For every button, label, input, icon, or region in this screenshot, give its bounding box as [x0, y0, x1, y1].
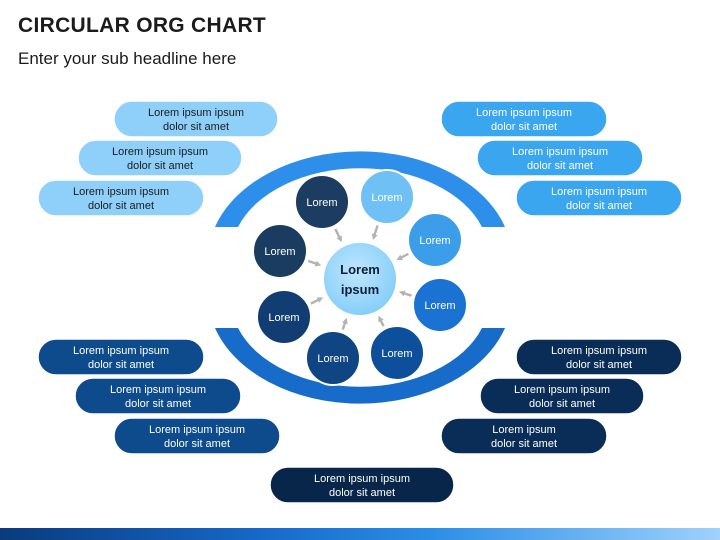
text-pill-line2: dolor sit amet [329, 487, 395, 499]
bottom-arc-label: Lorem ipsum [325, 407, 394, 421]
text-pill-shape [269, 466, 455, 504]
text-pill-12[interactable]: Lorem ipsum dolor sit amet [440, 417, 608, 455]
text-pill-shape [515, 179, 683, 217]
text-pill-line1: Lorem ipsum ipsum [512, 146, 608, 158]
org-node-label: Lorem [419, 235, 450, 247]
arrow-group [307, 225, 412, 331]
center-node-label-line2: ipsum [341, 282, 379, 297]
text-pill-shape [74, 377, 242, 415]
text-pill-line2: dolor sit amet [127, 160, 193, 172]
text-pill-line1: Lorem ipsum ipsum [148, 107, 244, 119]
org-node-circle [252, 223, 308, 279]
org-node-2[interactable]: Lorem [359, 169, 415, 225]
text-pill-line1: Lorem ipsum ipsum [110, 384, 206, 396]
text-pill-shape [515, 338, 683, 376]
org-node-8[interactable]: Lorem [252, 223, 308, 279]
footer-strip [0, 528, 720, 540]
text-pill-line1: Lorem ipsum ipsum [314, 473, 410, 485]
org-node-label: Lorem [371, 192, 402, 204]
org-node-label: Lorem [381, 348, 412, 360]
text-pill-line2: dolor sit amet [163, 121, 229, 133]
text-pill-2[interactable]: Lorem ipsum ipsum dolor sit amet [77, 139, 243, 177]
page-subtitle: Enter your sub headline here [18, 49, 237, 68]
arrow-8 [307, 259, 322, 267]
text-pill-line2: dolor sit amet [491, 121, 557, 133]
center-node-label-line1: Lorem [340, 262, 380, 277]
text-pill-7[interactable]: Lorem ipsum ipsum dolor sit amet [37, 338, 205, 376]
top-arc [215, 151, 505, 227]
org-node-circle [412, 277, 468, 333]
org-node-7[interactable]: Lorem [256, 289, 312, 345]
text-pill-line2: dolor sit amet [88, 200, 154, 212]
text-pill-line2: dolor sit amet [566, 359, 632, 371]
top-arc-label: Lorem ipsum [325, 136, 394, 150]
arrow-5 [378, 315, 385, 327]
text-pill-shape [113, 417, 281, 455]
text-pill-13[interactable]: Lorem ipsum ipsum dolor sit amet [269, 466, 455, 504]
arrow-6 [341, 317, 348, 331]
text-pill-line2: dolor sit amet [527, 160, 593, 172]
text-pill-shape [37, 179, 205, 217]
org-node-label: Lorem [264, 246, 295, 258]
arrow-2 [371, 225, 379, 241]
arrow-7 [310, 297, 324, 305]
text-pill-shape [440, 100, 608, 138]
text-pill-10[interactable]: Lorem ipsum ipsum dolor sit amet [515, 338, 683, 376]
text-pill-shape [37, 338, 205, 376]
text-pill-line1: Lorem ipsum ipsum [149, 424, 245, 436]
org-node-circle [359, 169, 415, 225]
text-pill-line1: Lorem ipsum ipsum [73, 345, 169, 357]
org-node-6[interactable]: Lorem [305, 330, 361, 386]
text-pill-4[interactable]: Lorem ipsum ipsum dolor sit amet [440, 100, 608, 138]
org-node-circle [256, 289, 312, 345]
org-node-label: Lorem [424, 300, 455, 312]
org-node-label: Lorem [268, 312, 299, 324]
text-pill-5[interactable]: Lorem ipsum ipsum dolor sit amet [476, 139, 644, 177]
text-pill-shape [440, 417, 608, 455]
org-node-5[interactable]: Lorem [369, 325, 425, 381]
text-pill-line1: Lorem ipsum ipsum [514, 384, 610, 396]
text-pill-1[interactable]: Lorem ipsum ipsum dolor sit amet [113, 100, 279, 138]
text-pill-line2: dolor sit amet [566, 200, 632, 212]
text-pill-9[interactable]: Lorem ipsum ipsum dolor sit amet [113, 417, 281, 455]
text-pill-shape [77, 139, 243, 177]
org-node-label: Lorem [306, 197, 337, 209]
org-node-4[interactable]: Lorem [412, 277, 468, 333]
org-node-circle [369, 325, 425, 381]
bottom-arc [215, 328, 505, 404]
arrow-4 [398, 290, 412, 297]
text-pill-line2: dolor sit amet [164, 438, 230, 450]
text-pill-3[interactable]: Lorem ipsum ipsum dolor sit amet [37, 179, 205, 217]
text-pill-line1: Lorem ipsum ipsum [112, 146, 208, 158]
org-node-3[interactable]: Lorem [407, 212, 463, 268]
text-pill-shape [479, 377, 645, 415]
text-pill-line2: dolor sit amet [529, 398, 595, 410]
text-pill-line1: Lorem ipsum ipsum [551, 186, 647, 198]
text-pill-line1: Lorem ipsum ipsum [73, 186, 169, 198]
center-node[interactable]: Lorem ipsum [322, 241, 398, 317]
org-node-circle [305, 330, 361, 386]
text-pill-line1: Lorem ipsum ipsum [551, 345, 647, 357]
text-pill-11[interactable]: Lorem ipsum ipsum dolor sit amet [479, 377, 645, 415]
org-node-circle [407, 212, 463, 268]
text-pill-shape [476, 139, 644, 177]
org-node-label: Lorem [317, 353, 348, 365]
text-pill-line2: dolor sit amet [491, 438, 557, 450]
text-pill-line1: Lorem ipsum ipsum [476, 107, 572, 119]
page-title: CIRCULAR ORG CHART [18, 14, 267, 37]
text-pill-6[interactable]: Lorem ipsum ipsum dolor sit amet [515, 179, 683, 217]
text-pill-line2: dolor sit amet [125, 398, 191, 410]
arrow-3 [396, 252, 409, 261]
arrow-1 [334, 228, 342, 243]
text-pill-line1: Lorem ipsum [492, 424, 556, 436]
text-pill-8[interactable]: Lorem ipsum ipsum dolor sit amet [74, 377, 242, 415]
text-pill-line2: dolor sit amet [88, 359, 154, 371]
org-node-circle [294, 174, 350, 230]
text-pill-shape [113, 100, 279, 138]
org-node-1[interactable]: Lorem [294, 174, 350, 230]
